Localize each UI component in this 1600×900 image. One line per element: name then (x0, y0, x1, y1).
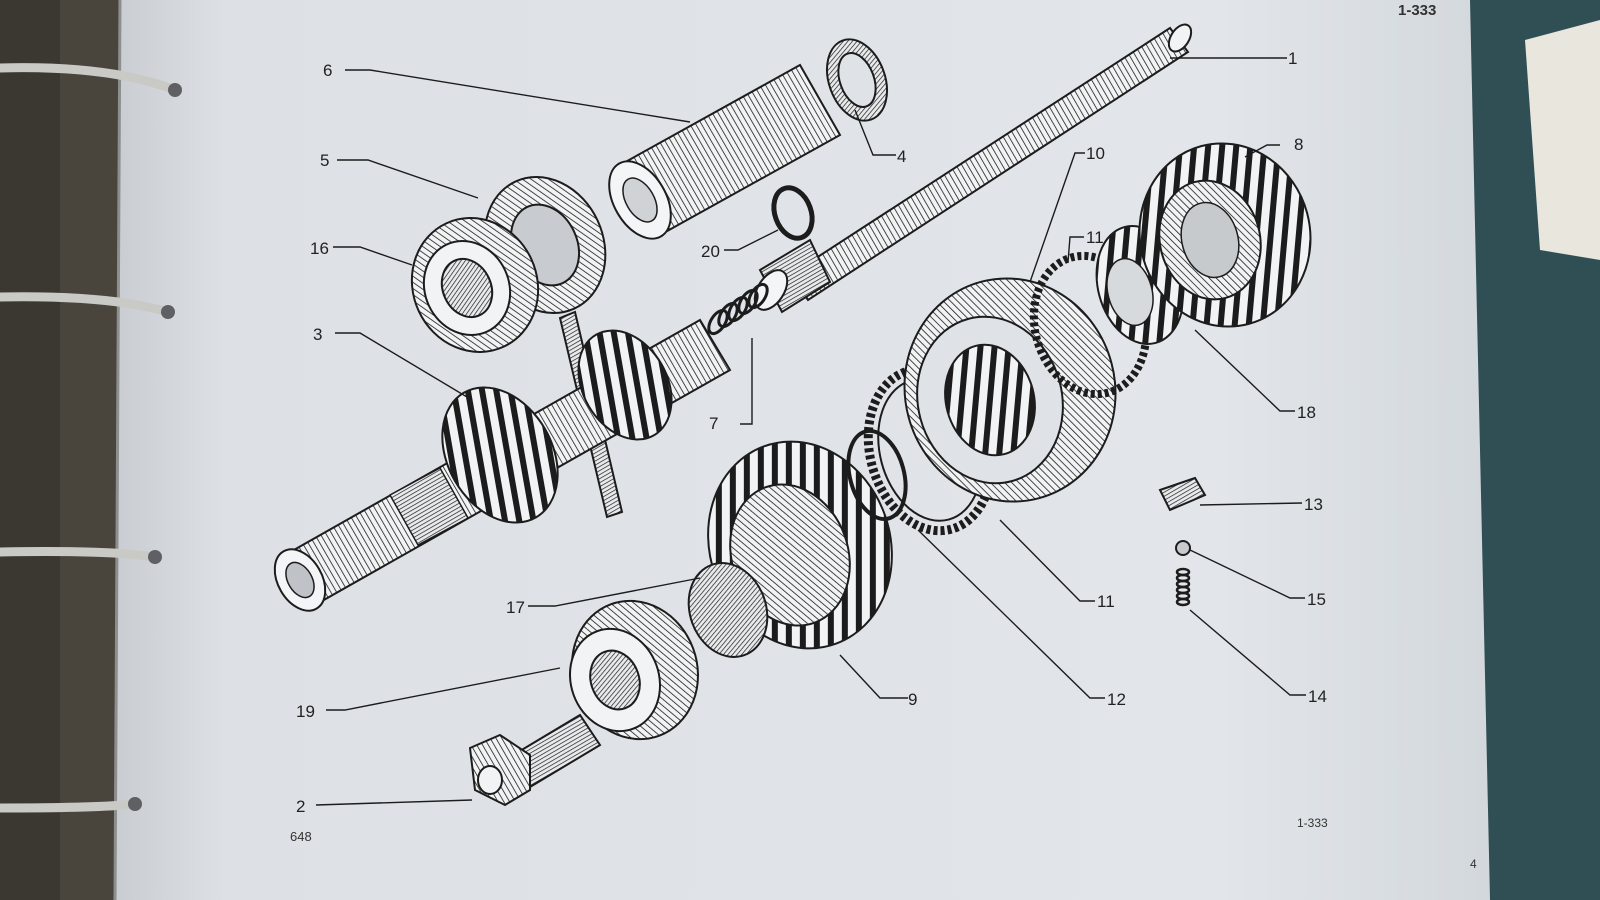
callout-6: 6 (323, 61, 333, 80)
part-2-nut-bolt (468, 713, 602, 807)
part-12-circlip (846, 428, 908, 522)
callout-20: 20 (701, 242, 720, 261)
callout-18: 18 (1297, 403, 1316, 422)
callout-8: 8 (1294, 135, 1304, 154)
part-6-sleeve (608, 63, 842, 240)
part-10-synchro-sleeve (903, 277, 1117, 503)
loose-paper (1525, 20, 1600, 260)
part-15-ball (1175, 540, 1191, 556)
page-ref-top: 1-333 (1398, 2, 1437, 19)
callout-16: 16 (310, 239, 329, 258)
page-ref-bottom: 1-333 (1297, 816, 1328, 830)
callout-19: 19 (296, 702, 315, 721)
drawing-number: 648 (290, 829, 312, 844)
part-19-bearing (568, 599, 699, 741)
callout-5: 5 (320, 151, 330, 170)
callout-14: 14 (1308, 687, 1327, 706)
part-14-spring (1175, 567, 1191, 607)
part-20-circlip (771, 185, 815, 241)
callout-9: 9 (908, 690, 918, 709)
callout-11-upper: 11 (1086, 228, 1104, 247)
part-7-spring (707, 282, 769, 336)
callout-12: 12 (1107, 690, 1126, 709)
part-9-gear (687, 440, 893, 658)
callout-10: 10 (1086, 144, 1105, 163)
part-16-bearing (410, 217, 540, 353)
callout-15: 15 (1307, 590, 1326, 609)
callout-2: 2 (296, 797, 306, 816)
part-8-gear (1138, 142, 1312, 328)
part-4-thrust-ring (826, 38, 888, 122)
callout-13: 13 (1304, 495, 1323, 514)
binder-ring-icon (0, 63, 180, 813)
callout-leaders (315, 57, 1306, 806)
callout-3: 3 (313, 325, 323, 344)
callout-4: 4 (897, 147, 907, 166)
part-1-main-shaft (753, 23, 1193, 314)
callout-17: 17 (506, 598, 525, 617)
callout-11-lower: 11 (1097, 592, 1115, 611)
callout-7: 7 (709, 414, 719, 433)
part-13-key (1158, 476, 1207, 512)
part-3-countershaft (273, 318, 732, 612)
callout-1: 1 (1288, 49, 1298, 68)
page-number: 4 (1470, 857, 1477, 871)
